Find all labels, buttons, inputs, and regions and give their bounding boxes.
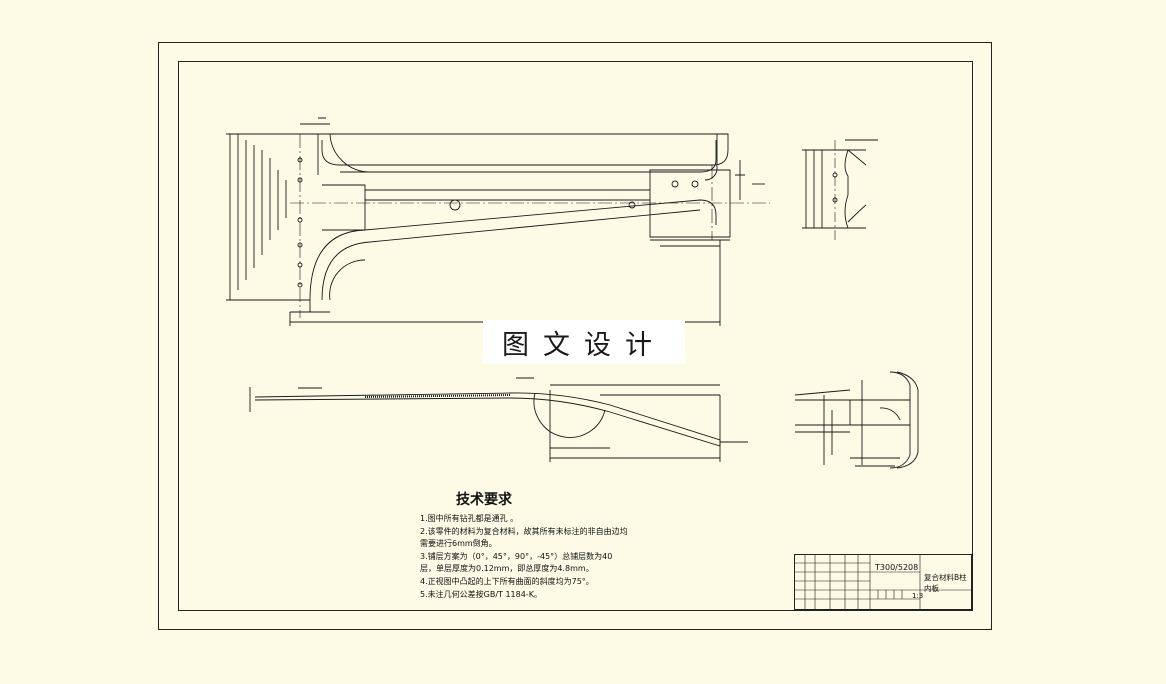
watermark-label: 图文设计 <box>483 320 685 364</box>
requirement-line: 4.正视图中凸起的上下所有曲面的斜度均为75°。 <box>420 576 594 586</box>
drawing-sheet-border <box>158 42 992 630</box>
requirement-line: 1.图中所有钻孔都是通孔 。 <box>420 514 519 523</box>
front-view <box>226 117 770 326</box>
technical-requirements: 技术要求 1.图中所有钻孔都是通孔 。 2.该零件的材料为复合材料，故其所有未标… <box>420 489 680 601</box>
section-view <box>794 371 919 469</box>
drawing-code: T300/5208 <box>875 563 919 572</box>
requirement-line: 2.该零件的材料为复合材料，故其所有未标注的非自由边均 <box>420 526 628 536</box>
top-view <box>249 377 748 462</box>
side-view <box>802 139 878 240</box>
part-name: 复合材料B柱内板 <box>924 573 967 593</box>
requirement-line: 3.铺层方案为（0°，45°，90°，-45°）总铺层数为40 <box>420 551 613 561</box>
drawing-scale: 1:3 <box>912 592 924 600</box>
drawing-frame <box>178 61 973 611</box>
technical-requirements-title: 技术要求 <box>456 492 512 508</box>
requirement-line: 需要进行6mm倒角。 <box>420 539 497 549</box>
title-block-grid <box>794 554 972 610</box>
requirement-line: 层，单层厚度为0.12mm，即总厚度为4.8mm。 <box>420 564 594 574</box>
title-block <box>794 554 972 610</box>
requirement-line: 5.未注几何公差按GB/T 1184-K。 <box>420 589 542 599</box>
